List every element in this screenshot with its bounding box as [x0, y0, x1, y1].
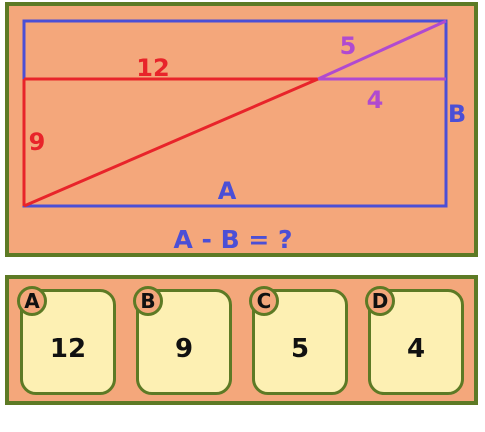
choice-d-button[interactable]: D 4 — [365, 286, 464, 395]
label-a: A — [218, 177, 237, 205]
diagonal-purple-part — [317, 19, 447, 81]
choice-c-letter: C — [256, 289, 272, 313]
choice-c-value: 5 — [290, 334, 310, 364]
choice-b-letter: B — [140, 289, 156, 313]
choice-d-value: 4 — [406, 334, 426, 364]
diagonal-red-part — [23, 77, 319, 208]
label-b: B — [448, 100, 466, 128]
choice-a-value: 12 — [49, 334, 87, 364]
label-5: 5 — [340, 32, 357, 60]
answer-panel: A 12 B 9 C 5 D 4 — [5, 275, 478, 405]
puzzle-panel: 12 5 4 9 B A A - B = ? — [5, 2, 478, 257]
choice-c-button[interactable]: C 5 — [249, 286, 348, 395]
label-4: 4 — [367, 86, 384, 114]
choice-b-value: 9 — [174, 334, 194, 364]
choice-d-badge: D — [365, 286, 395, 316]
label-9: 9 — [29, 128, 46, 156]
choice-a-button[interactable]: A 12 — [17, 286, 116, 395]
choice-d-letter: D — [371, 289, 389, 313]
choice-b-button[interactable]: B 9 — [133, 286, 232, 395]
label-12: 12 — [136, 54, 169, 82]
choice-b-badge: B — [133, 286, 163, 316]
choice-a-badge: A — [17, 286, 47, 316]
choice-a-letter: A — [24, 289, 40, 313]
geometry-figure: 12 5 4 9 B A A - B = ? — [22, 19, 466, 253]
question-text: A - B = ? — [173, 225, 292, 253]
choice-c-badge: C — [249, 286, 279, 316]
